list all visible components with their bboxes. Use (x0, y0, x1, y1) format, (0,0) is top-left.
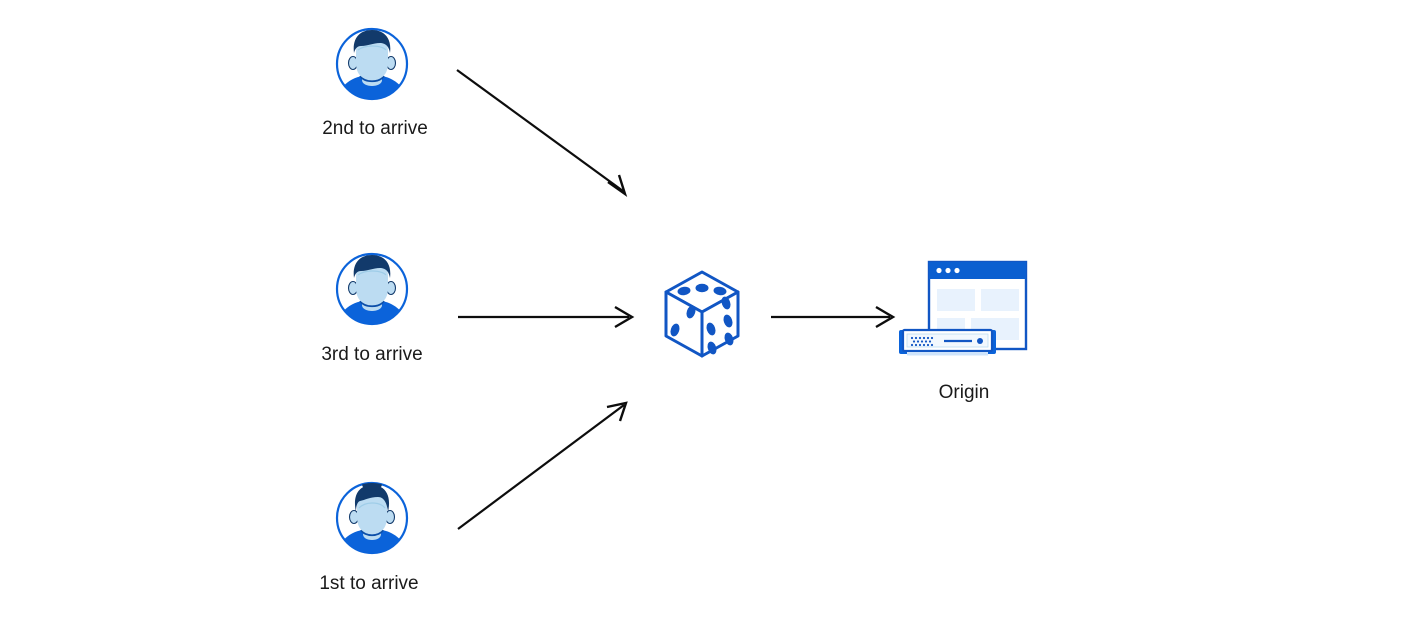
dice-icon (664, 270, 740, 358)
window-dot-3 (954, 267, 960, 274)
connector-3rd-to-randomizer (458, 305, 635, 329)
node-client-2nd[interactable]: 2nd to arrive (322, 27, 428, 139)
node-client-3rd[interactable]: 3rd to arrive (321, 252, 423, 365)
connector-randomizer-to-origin (771, 305, 896, 329)
rack-server-icon (899, 328, 996, 356)
server-vent-dots (910, 336, 934, 347)
node-label-client-2nd: 2nd to arrive (322, 118, 428, 139)
dice-top-pips (677, 283, 727, 296)
node-origin-server[interactable]: Origin (899, 260, 1028, 403)
user-avatar-female-icon (335, 481, 409, 555)
window-dot-2 (945, 267, 951, 274)
connector-2nd-to-randomizer (456, 69, 628, 198)
user-avatar-male-icon (335, 27, 409, 101)
node-client-1st[interactable]: 1st to arrive (319, 477, 419, 594)
browser-panel-1 (937, 289, 975, 311)
connector-1st-to-randomizer (457, 401, 628, 530)
server-status-led (977, 338, 983, 344)
user-avatar-male-icon (335, 252, 409, 326)
node-label-origin: Origin (939, 382, 990, 403)
dice-left-pips (670, 305, 696, 337)
node-label-client-3rd: 3rd to arrive (321, 344, 422, 365)
node-label-client-1st: 1st to arrive (319, 573, 418, 594)
window-dot-1 (936, 267, 942, 274)
browser-panel-2 (981, 289, 1019, 311)
origin-server-icon (899, 260, 1028, 356)
dice-right-pips (706, 296, 734, 355)
node-randomizer[interactable] (664, 270, 740, 358)
